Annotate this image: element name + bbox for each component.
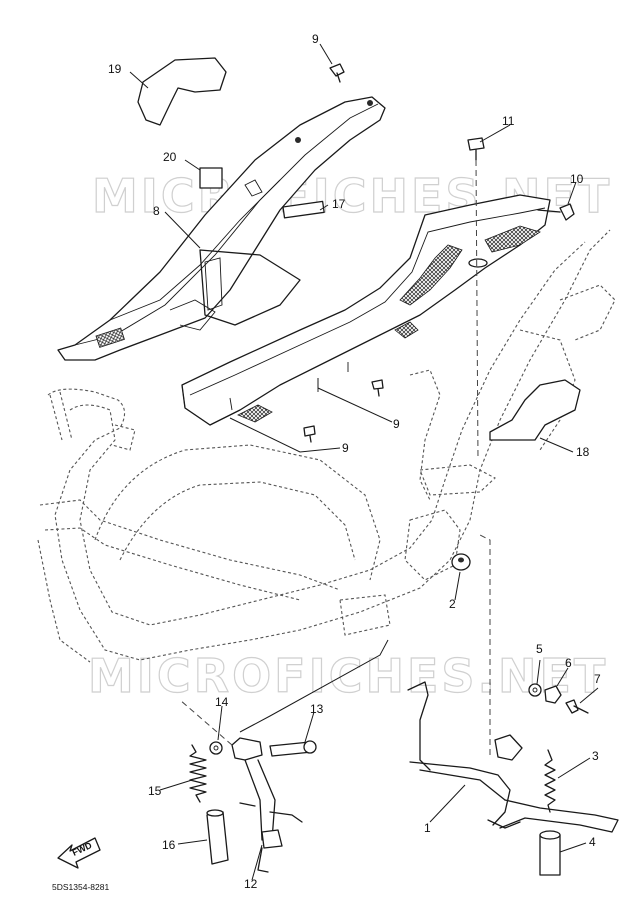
leader-lines <box>129 43 599 881</box>
callout-14: 14 <box>215 695 229 709</box>
callout-9-low: 9 <box>342 441 349 455</box>
part-20-pad <box>199 167 223 189</box>
callout-8: 8 <box>153 204 160 218</box>
watermark-bottom: MICROFICHES.NET <box>88 649 608 703</box>
callout-9-top: 9 <box>312 32 319 46</box>
part-7-bolt <box>565 699 589 714</box>
callout-numbers: 19 20 8 17 9 11 10 9 9 18 2 5 6 7 3 4 1 … <box>108 32 601 891</box>
part-11-bolt <box>467 137 485 461</box>
part-2-bushing <box>451 553 471 571</box>
callout-2: 2 <box>449 597 456 611</box>
part-13-bolt <box>269 740 317 757</box>
callout-13: 13 <box>310 702 324 716</box>
frame-outline <box>37 229 616 663</box>
part-19-panel <box>137 57 227 126</box>
rear-cover-vent <box>95 327 125 348</box>
callout-16: 16 <box>162 838 176 852</box>
part-15-spring <box>189 744 207 803</box>
part-5-washer <box>528 683 542 697</box>
callout-6: 6 <box>565 656 572 670</box>
callout-12: 12 <box>244 877 258 891</box>
callout-20: 20 <box>163 150 177 164</box>
callout-17: 17 <box>332 197 346 211</box>
callout-7: 7 <box>594 672 601 686</box>
drawing-code: 5DS1354-8281 <box>52 882 109 892</box>
part-3-spring <box>544 749 556 813</box>
callout-3: 3 <box>592 749 599 763</box>
part-14-washer <box>209 741 223 755</box>
part-9-screws <box>303 63 384 443</box>
fwd-arrow: FWD <box>57 837 101 869</box>
part-6-nut <box>544 685 562 704</box>
callout-1: 1 <box>424 821 431 835</box>
part-16-sleeve <box>206 809 229 865</box>
part-17-label <box>282 200 325 219</box>
part-8-rear-cover <box>57 96 386 361</box>
callout-18: 18 <box>576 445 590 459</box>
callout-5: 5 <box>536 642 543 656</box>
callout-9-mid: 9 <box>393 417 400 431</box>
part-10-bolt <box>537 203 575 221</box>
main-stand-assembly <box>407 534 619 833</box>
callout-4: 4 <box>589 835 596 849</box>
callout-10: 10 <box>570 172 584 186</box>
callout-15: 15 <box>148 784 162 798</box>
side-stand-assembly <box>231 737 303 873</box>
part-18-panel <box>489 379 581 441</box>
footboard <box>181 194 551 426</box>
callout-19: 19 <box>108 62 122 76</box>
callout-11: 11 <box>502 114 515 128</box>
part-4-sleeve <box>539 830 561 876</box>
